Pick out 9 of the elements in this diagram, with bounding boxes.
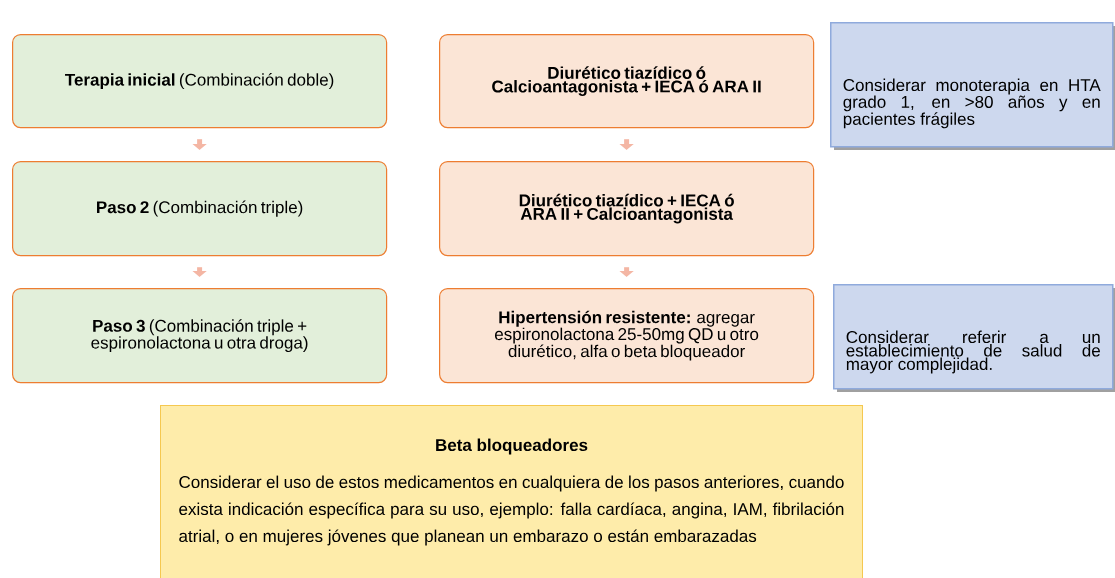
treatment-box: Diurético tiazídico ó Calcioantagonista + IECA ó ARA II: [439, 34, 815, 129]
step-box: Terapia inicial (Combinación doble): [12, 34, 388, 129]
note-box: Considerar monoterapia en HTA grado 1, en >80 años y en pacientes frágiles: [830, 22, 1115, 150]
treatment-box: Hipertensión resistente: agregar espironolactona 25-50mg QD u otro diurético, alfa o beta bloqueador: [439, 288, 815, 384]
info-box: Beta bloqueadores Considerar el uso de estos medicamentos en cualquiera de los pasos anteriores, cuando exista indicación específica para su uso, ejemplo: falla cardíaca, angina, IAM, fibrilación atrial, o en mujeres jóvenes que planean un embarazo o están embarazadas: [160, 405, 863, 578]
note-box: Considerar referir a un establecimiento de salud de mayor complejidad.: [833, 284, 1115, 392]
step-box: Paso 3 (Combinación triple + espironolactona u otra droga): [12, 288, 388, 384]
treatment-box: Diurético tiazídico + IECA ó ARA II + Calcioantagonista: [439, 161, 815, 257]
step-box: Paso 2 (Combinación triple): [12, 161, 388, 257]
